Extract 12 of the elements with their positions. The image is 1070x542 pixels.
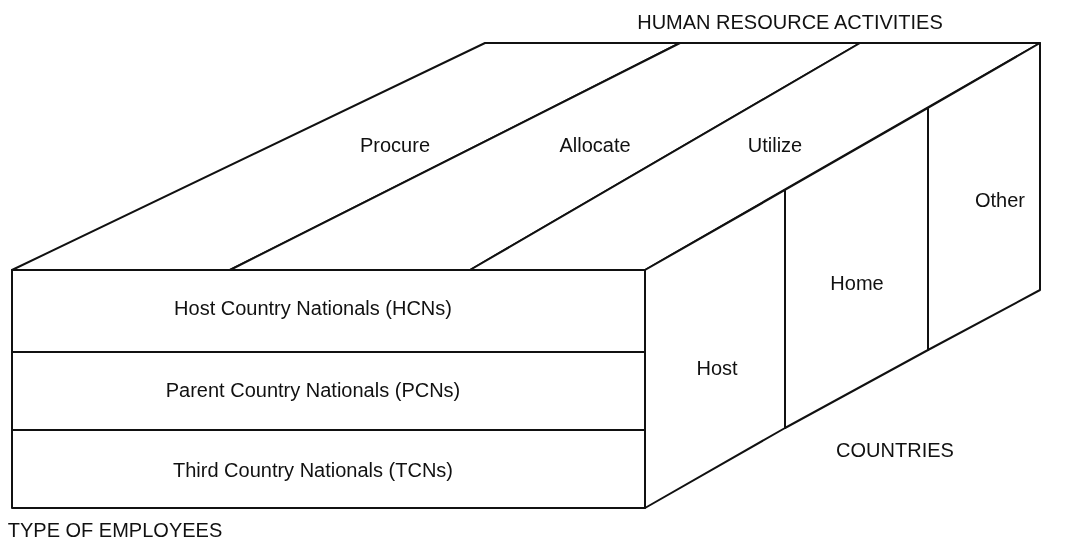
axis-caption: HUMAN RESOURCE ACTIVITIES bbox=[637, 10, 943, 34]
face-label: Parent Country Nationals (PCNs) bbox=[165, 378, 461, 402]
face-label: Procure bbox=[360, 133, 430, 157]
face-label: Host Country Nationals (HCNs) bbox=[174, 296, 452, 320]
face-label: Host bbox=[696, 356, 738, 380]
axis-caption: COUNTRIES bbox=[836, 438, 954, 462]
face-label: Allocate bbox=[559, 133, 631, 157]
axis-caption: TYPE OF EMPLOYEES bbox=[7, 518, 223, 542]
face-label: Utilize bbox=[747, 133, 803, 157]
face-label: Other bbox=[975, 188, 1025, 212]
face-label: Third Country Nationals (TCNs) bbox=[172, 458, 454, 482]
face-label: Home bbox=[830, 271, 884, 295]
